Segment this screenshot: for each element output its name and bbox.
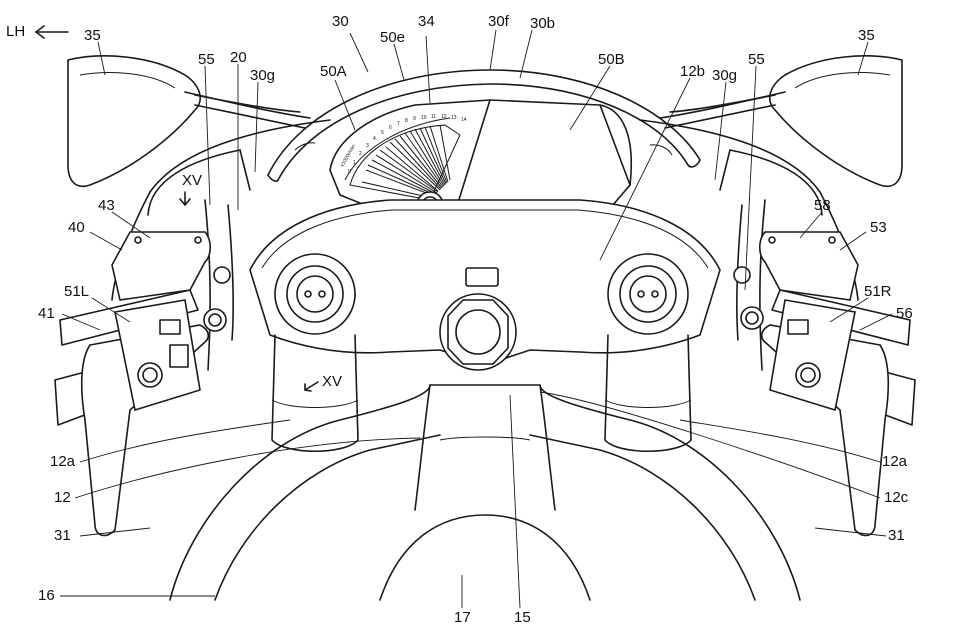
label-50e: 50e xyxy=(380,29,405,46)
reference-labels: 35 35 30 50e 34 30f 30b 55 20 30g 50A 50… xyxy=(38,13,913,625)
label-56: 56 xyxy=(896,305,913,322)
svg-text:13: 13 xyxy=(451,115,457,121)
windscreen xyxy=(267,69,701,182)
label-30: 30 xyxy=(332,13,349,30)
label-35-right: 35 xyxy=(858,27,875,44)
label-55-right: 55 xyxy=(748,51,765,68)
label-30g-left: 30g xyxy=(250,67,275,84)
svg-text:8: 8 xyxy=(405,118,408,124)
fork-tubes xyxy=(271,334,692,453)
label-31-right: 31 xyxy=(888,527,905,544)
top-bridge xyxy=(249,199,721,371)
svg-text:12: 12 xyxy=(441,114,447,120)
label-15: 15 xyxy=(514,609,531,625)
svg-text:5: 5 xyxy=(381,130,384,136)
svg-text:9: 9 xyxy=(413,116,416,122)
svg-text:XV: XV xyxy=(182,172,202,189)
meter-unit: 0 1 2 3 4 5 6 7 8 9 10 11 12 13 14 x1000… xyxy=(329,99,633,223)
svg-text:6: 6 xyxy=(389,125,392,131)
right-handlebar xyxy=(733,231,916,537)
label-50A: 50A xyxy=(320,63,347,80)
svg-text:11: 11 xyxy=(431,114,436,120)
label-30b: 30b xyxy=(530,15,555,32)
right-mirror xyxy=(659,55,903,187)
label-12a-left: 12a xyxy=(50,453,76,470)
label-34: 34 xyxy=(418,13,435,30)
label-51R: 51R xyxy=(864,283,892,300)
svg-text:LH: LH xyxy=(6,23,25,40)
label-51L: 51L xyxy=(64,283,89,300)
label-30f: 30f xyxy=(488,13,510,30)
label-55-left: 55 xyxy=(198,51,215,68)
section-mark-lower: XV xyxy=(304,373,342,392)
svg-text:14: 14 xyxy=(461,117,467,123)
label-17: 17 xyxy=(454,609,471,625)
svg-text:7: 7 xyxy=(397,121,400,127)
left-handlebar xyxy=(54,231,231,537)
label-16: 16 xyxy=(38,587,55,604)
label-12: 12 xyxy=(54,489,71,506)
svg-text:4: 4 xyxy=(373,136,376,142)
label-30g-right: 30g xyxy=(712,67,737,84)
svg-text:3: 3 xyxy=(366,143,369,149)
label-43: 43 xyxy=(98,197,115,214)
section-mark-upper: XV xyxy=(179,172,202,206)
svg-text:1: 1 xyxy=(353,160,356,166)
svg-text:2: 2 xyxy=(359,151,362,157)
rpm-dial xyxy=(349,124,461,201)
label-53: 53 xyxy=(870,219,887,236)
label-20: 20 xyxy=(230,49,247,66)
label-41: 41 xyxy=(38,305,55,322)
direction-indicator: LH xyxy=(6,23,69,40)
label-50B: 50B xyxy=(598,51,625,68)
label-58: 58 xyxy=(814,197,831,214)
label-12c: 12c xyxy=(884,489,909,506)
svg-text:XV: XV xyxy=(322,373,342,390)
svg-text:0: 0 xyxy=(348,169,351,175)
label-35-left: 35 xyxy=(84,27,101,44)
leader-lines xyxy=(60,29,893,609)
label-12a-right: 12a xyxy=(882,453,908,470)
label-12b: 12b xyxy=(680,63,705,80)
arrow-left-icon xyxy=(35,25,69,39)
dial-tick-numbers: 0 1 2 3 4 5 6 7 8 9 10 11 12 13 14 x1000… xyxy=(340,114,467,175)
svg-text:10: 10 xyxy=(421,115,427,121)
label-40: 40 xyxy=(68,219,85,236)
fuel-tank xyxy=(169,384,801,601)
label-31-left: 31 xyxy=(54,527,71,544)
